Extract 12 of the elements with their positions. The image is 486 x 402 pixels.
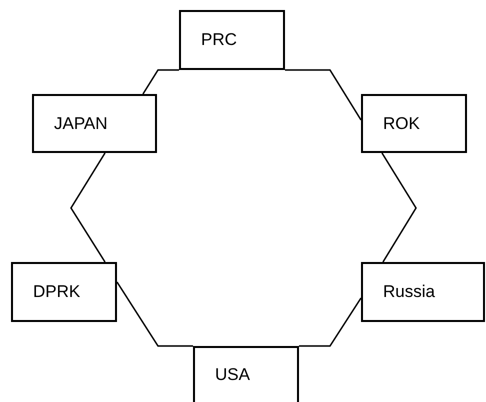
label-box: ROK — [361, 94, 467, 153]
connector-line — [285, 69, 362, 121]
connector-line — [70, 152, 106, 263]
label-box: PRC — [179, 10, 285, 70]
label-box: DPRK — [11, 262, 117, 322]
label-box: USA — [193, 346, 299, 402]
label-box: JAPAN — [32, 94, 157, 153]
label-box: Russia — [361, 262, 485, 322]
connector-line — [116, 281, 194, 347]
connector-line — [142, 69, 179, 95]
connector-line — [298, 297, 362, 347]
connector-line — [381, 152, 417, 263]
